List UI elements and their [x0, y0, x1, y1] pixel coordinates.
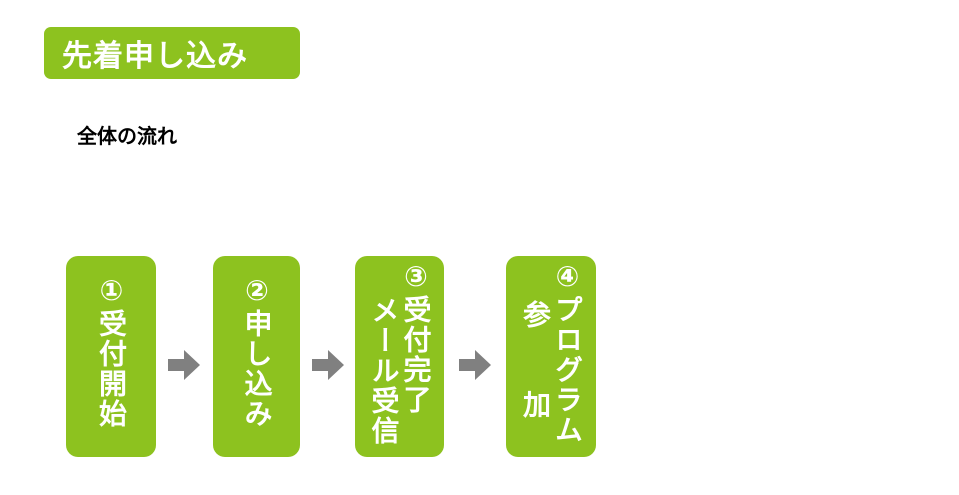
step-3-label-sub: メール受信: [367, 296, 401, 446]
arrow-right-icon: [168, 350, 200, 380]
arrow-right-icon: [459, 350, 491, 380]
section-heading: 全体の流れ: [77, 124, 177, 148]
step-1-box: ①受付開始: [66, 256, 156, 457]
page-title: 先着申し込み: [44, 27, 300, 79]
arrow-right-icon: [312, 350, 344, 380]
step-3-label-main: ③受付完了: [399, 260, 433, 415]
step-4-label-sub: 参 加: [519, 300, 552, 420]
step-1-label: ①受付開始: [95, 274, 128, 429]
step-4-label-main: ④プログラム: [551, 260, 584, 445]
step-4-box: ④プログラム 参 加: [506, 256, 596, 457]
step-2-label: ②申し込み: [240, 274, 274, 429]
step-3-box: ③受付完了 メール受信: [355, 256, 444, 457]
step-2-box: ②申し込み: [213, 256, 300, 457]
